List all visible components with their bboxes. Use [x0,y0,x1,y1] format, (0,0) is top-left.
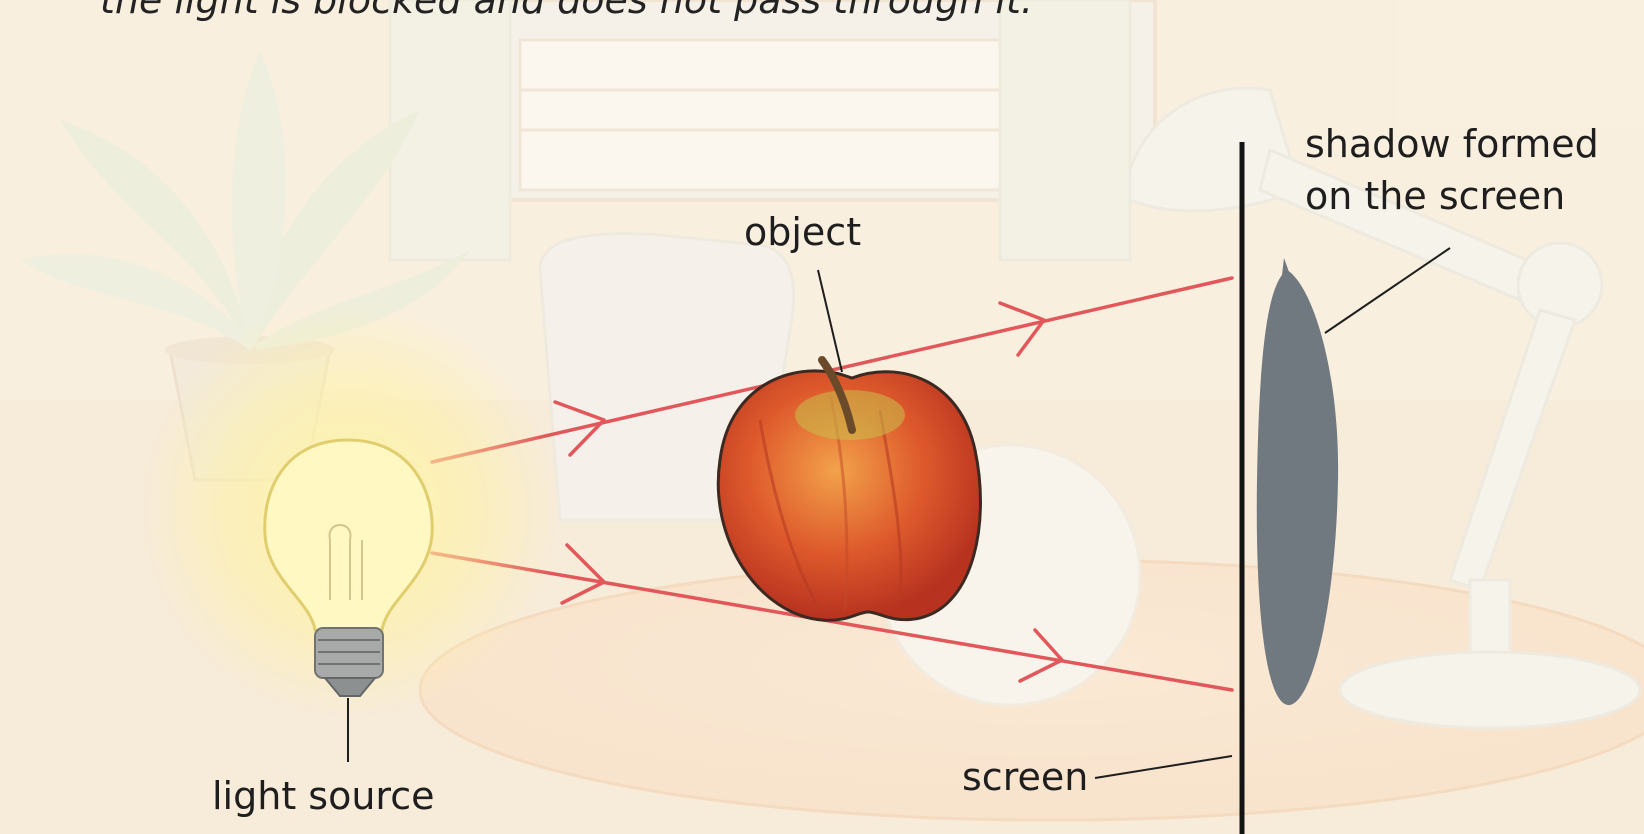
apple-object [718,360,980,620]
shadow-label: shadow formed on the screen [1305,118,1599,222]
light-source-label: light source [212,774,435,820]
intro-text: the light is blocked and does not pass t… [100,0,1033,24]
screen-label: screen [962,755,1088,801]
shadow-label-line1: shadow formed [1305,118,1599,170]
object-label: object [744,210,861,256]
light-bulb [140,300,560,720]
shadow-label-line2: on the screen [1305,170,1599,222]
